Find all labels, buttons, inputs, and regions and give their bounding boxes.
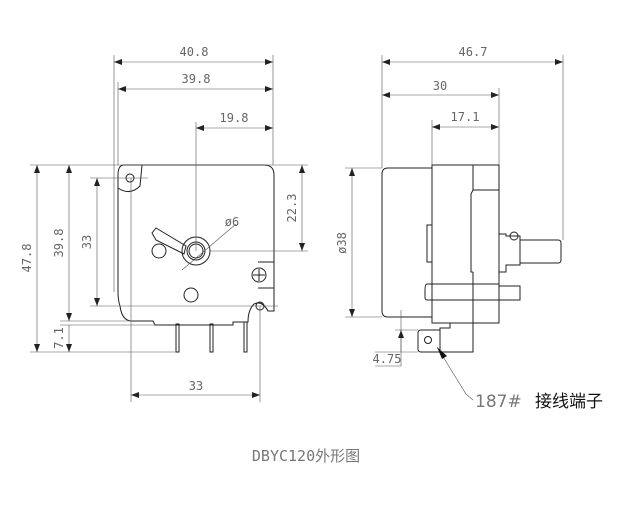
terminal-bracket (432, 272, 474, 353)
screw-bracket (258, 261, 274, 289)
lower-block (498, 285, 521, 301)
screw-icon (251, 267, 267, 283)
leader-arrow-icon (437, 347, 447, 359)
dim-hole-spacing-h: 33 (189, 379, 203, 393)
housing-step (470, 165, 499, 273)
dim-terminal-offset: 4.75 (373, 352, 402, 366)
terminal-hole (424, 336, 432, 344)
main-housing (431, 164, 500, 324)
dim-hole-spacing-v: 33 (80, 235, 94, 249)
terminal-label-code: 187# (475, 392, 522, 412)
front-cap (381, 167, 432, 318)
terminal-label-text: 接线端子 (535, 392, 603, 412)
lever (151, 227, 187, 255)
terminal-tab (417, 323, 451, 353)
shaft-pin (509, 231, 519, 241)
dim-depth-body: 30 (433, 79, 447, 93)
side-view: 46.7 30 17.1 ø38 4.75 187# 接线端子 (335, 45, 603, 412)
dim-height-overall: 47.8 (20, 244, 34, 273)
dim-width-overall: 40.8 (180, 45, 209, 59)
shaft-collar (499, 233, 521, 273)
side-shaft (520, 239, 562, 264)
dim-shaft-dia: ø6 (225, 215, 239, 229)
lower-lines (432, 283, 499, 301)
pin-hole-bottom (183, 287, 199, 303)
front-body-outline (117, 164, 275, 326)
dim-pin-length: 7.1 (52, 327, 66, 349)
side-tab (426, 224, 432, 263)
dim-height-body: 39.8 (52, 229, 66, 258)
lower-bump (424, 283, 432, 301)
dim-depth-rear: 17.1 (451, 110, 480, 124)
terminal-pins (175, 321, 248, 353)
pin-hole-left (151, 243, 167, 259)
dim-depth-overall: 46.7 (459, 45, 488, 59)
dim-shaft-offset-y: 22.3 (285, 194, 299, 223)
dim-width-body: 39.8 (182, 72, 211, 86)
front-view: 40.8 39.8 19.8 ø6 47.8 39.8 33 7.1 22.3 … (20, 45, 308, 402)
drawing-title: DBYC120外形图 (252, 447, 360, 465)
dim-diameter: ø38 (335, 232, 349, 254)
dim-shaft-offset-x: 19.8 (220, 111, 249, 125)
screw-cross (253, 269, 265, 281)
